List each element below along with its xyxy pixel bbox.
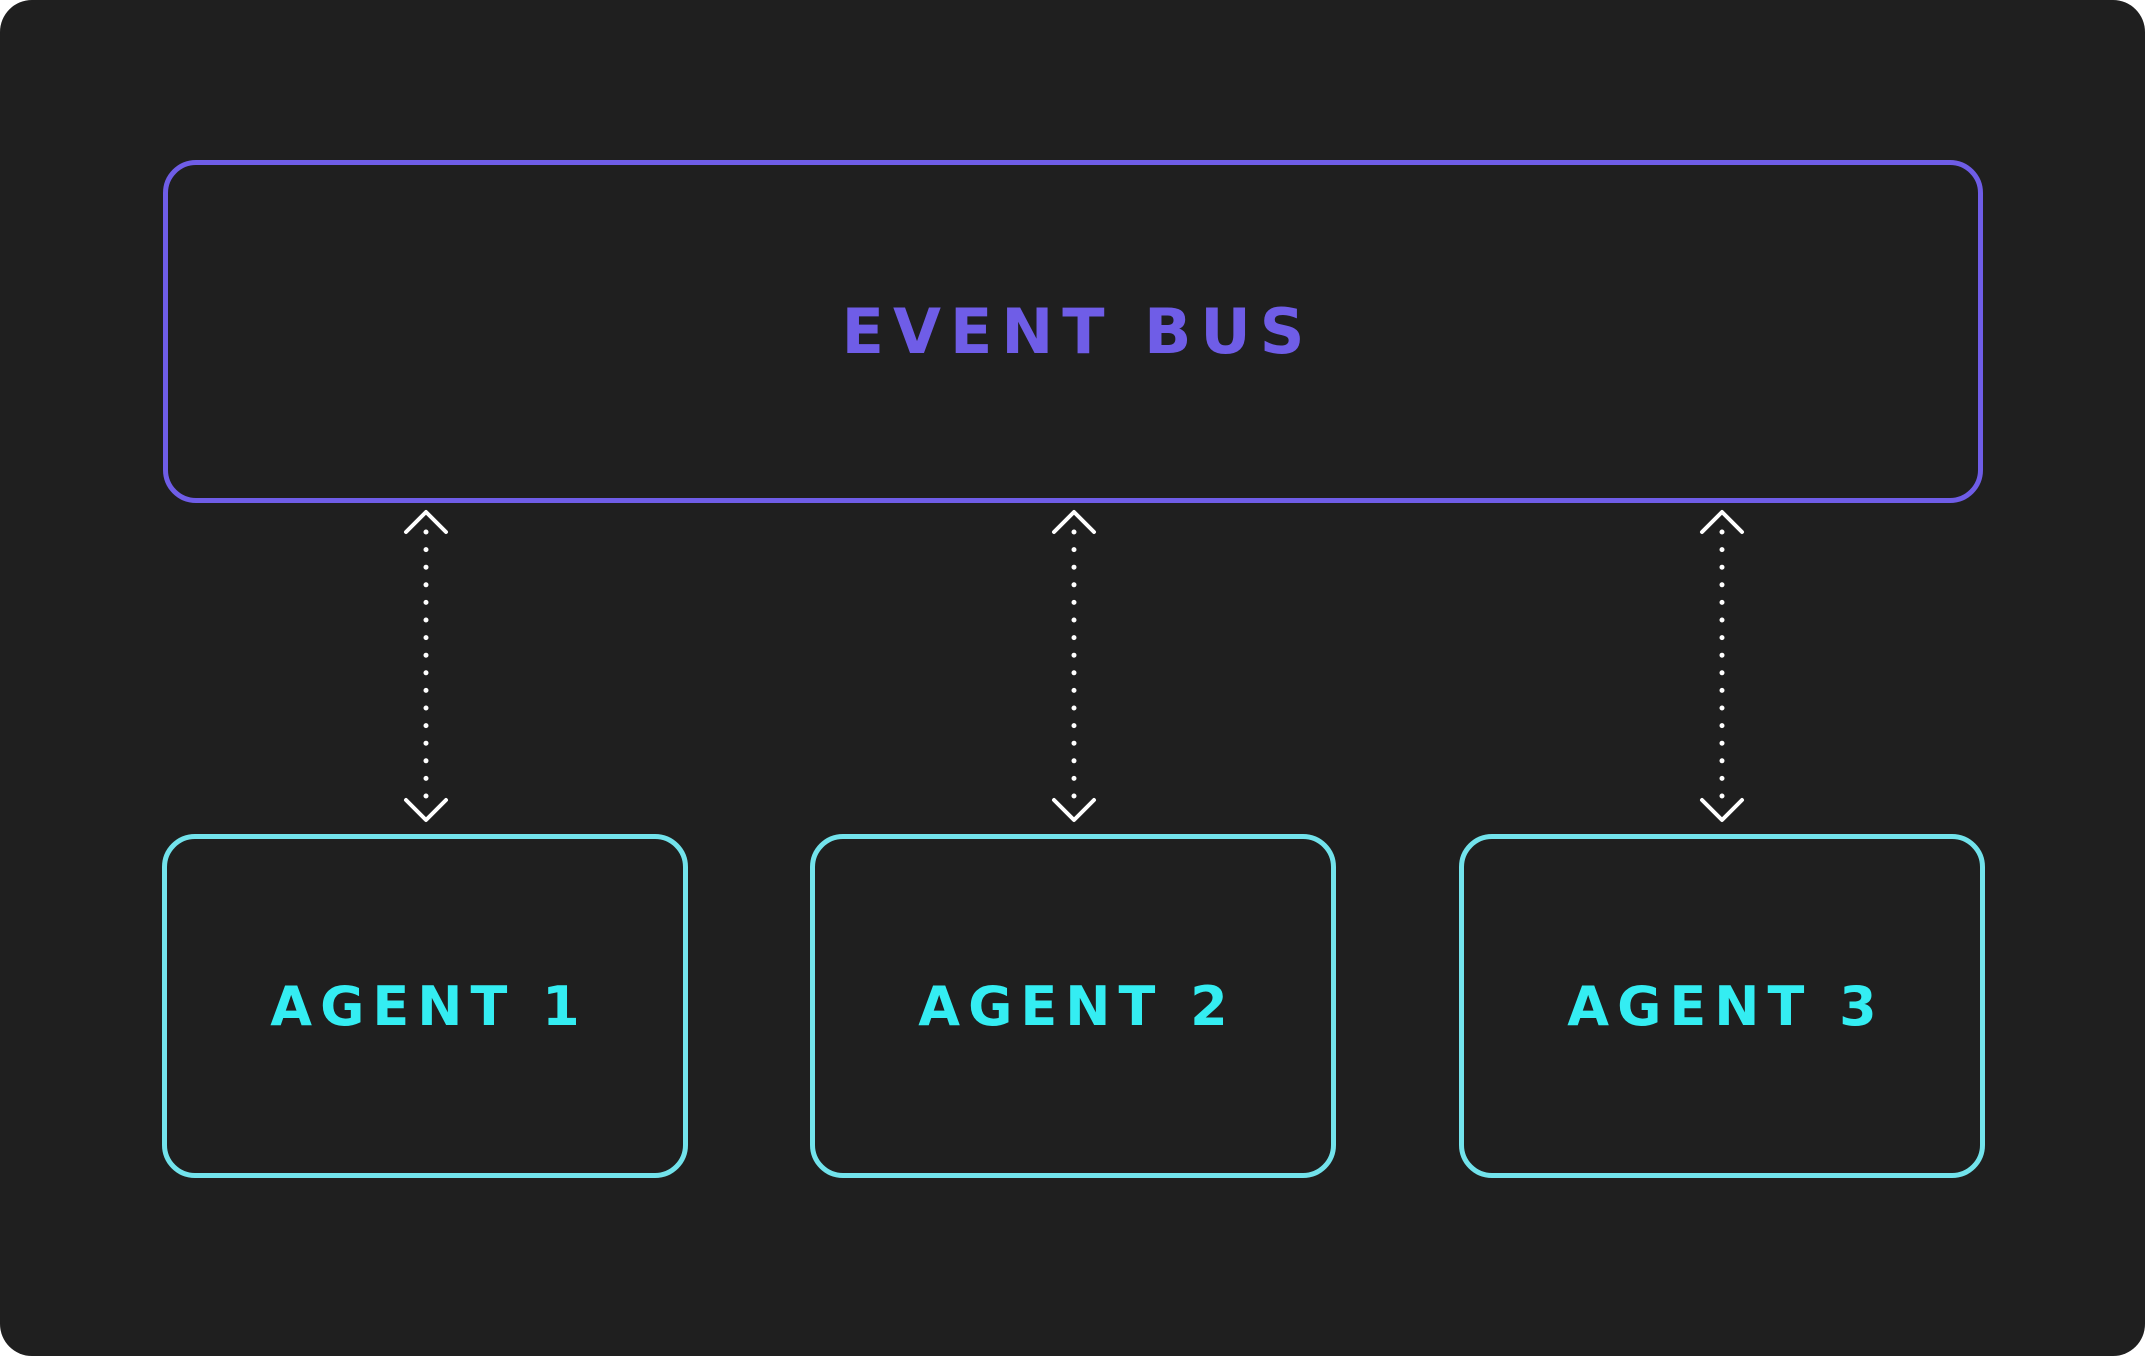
arrow-down-icon [1052, 798, 1096, 822]
arrow-up-icon [1052, 510, 1096, 534]
agent-3-label: AGENT 3 [1567, 974, 1885, 1038]
connector-agent-3 [1700, 510, 1744, 822]
arrow-up-icon [1700, 510, 1744, 534]
arrow-up-icon [404, 510, 448, 534]
connector-agent-1 [404, 510, 448, 822]
event-bus-box: EVENT BUS [163, 160, 1983, 503]
arrow-down-icon [404, 798, 448, 822]
connector-agent-2 [1052, 510, 1096, 822]
agent-1-label: AGENT 1 [270, 974, 588, 1038]
agent-1-box: AGENT 1 [162, 834, 688, 1178]
agent-3-box: AGENT 3 [1459, 834, 1985, 1178]
arrow-down-icon [1700, 798, 1744, 822]
agent-2-box: AGENT 2 [810, 834, 1336, 1178]
agent-2-label: AGENT 2 [918, 974, 1236, 1038]
event-bus-label: EVENT BUS [841, 295, 1314, 368]
